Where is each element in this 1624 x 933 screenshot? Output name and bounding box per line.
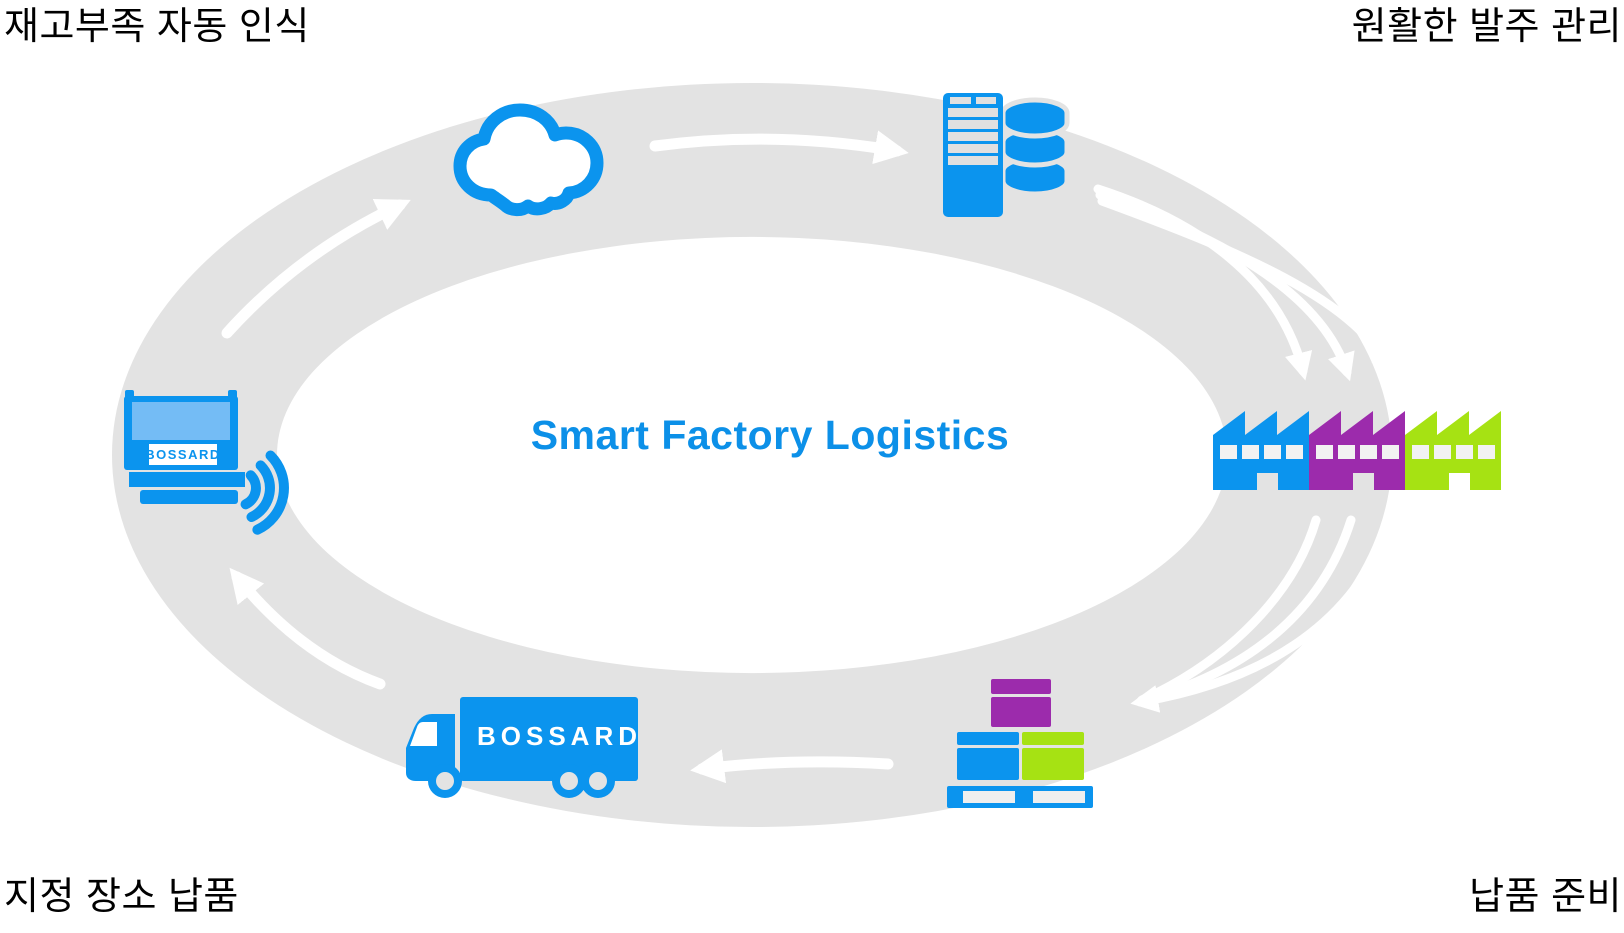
factory-purple — [1309, 411, 1405, 490]
truck-wheel-front — [428, 764, 462, 798]
box-blue — [957, 732, 1019, 780]
truck-wheel-rear-1 — [552, 764, 586, 798]
smartbin: BOSSARD — [124, 390, 245, 504]
smartbin-wifi-icon: BOSSARD — [124, 390, 289, 535]
factories-icon — [1213, 411, 1501, 490]
diagram-title: Smart Factory Logistics — [530, 412, 1010, 458]
box-green — [1022, 732, 1084, 780]
arrow-pallet-to-truck — [690, 749, 894, 784]
label-stock-shortage-detection: 재고부족 자동 인식 — [4, 6, 310, 48]
box-purple — [991, 679, 1051, 727]
delivery-truck-icon: BOSSARD — [406, 697, 642, 798]
cycle-ring — [112, 83, 1392, 827]
smartbin-label-plate — [149, 444, 217, 465]
wifi-signal-icon — [240, 450, 289, 535]
arrow-fan-server-to-factories — [1093, 184, 1398, 384]
label-order-management: 원활한 발주 관리 — [1351, 6, 1622, 48]
truck-cargo-box — [460, 697, 638, 781]
arrow-bin-to-cloud — [221, 199, 411, 339]
label-designated-place-delivery: 지정 장소 납품 — [4, 876, 239, 918]
factory-green — [1405, 411, 1501, 490]
arrow-truck-to-bin — [229, 567, 386, 690]
truck-wheel-rear-2 — [581, 764, 615, 798]
factory-blue — [1213, 411, 1309, 490]
pallet-boxes-icon — [947, 679, 1093, 808]
truck-cab-window — [410, 722, 437, 746]
server-tower — [943, 93, 1003, 217]
label-delivery-preparation: 납품 준비 — [1469, 876, 1622, 918]
arrow-cloud-to-server — [649, 130, 909, 165]
pallet — [947, 786, 1093, 808]
smartbin-brand-text: BOSSARD — [145, 447, 221, 462]
cloud-icon — [453, 103, 604, 217]
arrow-fan-factories-to-pallet — [1130, 515, 1394, 713]
truck-brand-text: BOSSARD — [477, 721, 642, 751]
database-cylinders — [1000, 97, 1070, 197]
flow-arrows — [221, 130, 1398, 784]
server-database-icon — [943, 93, 1070, 217]
